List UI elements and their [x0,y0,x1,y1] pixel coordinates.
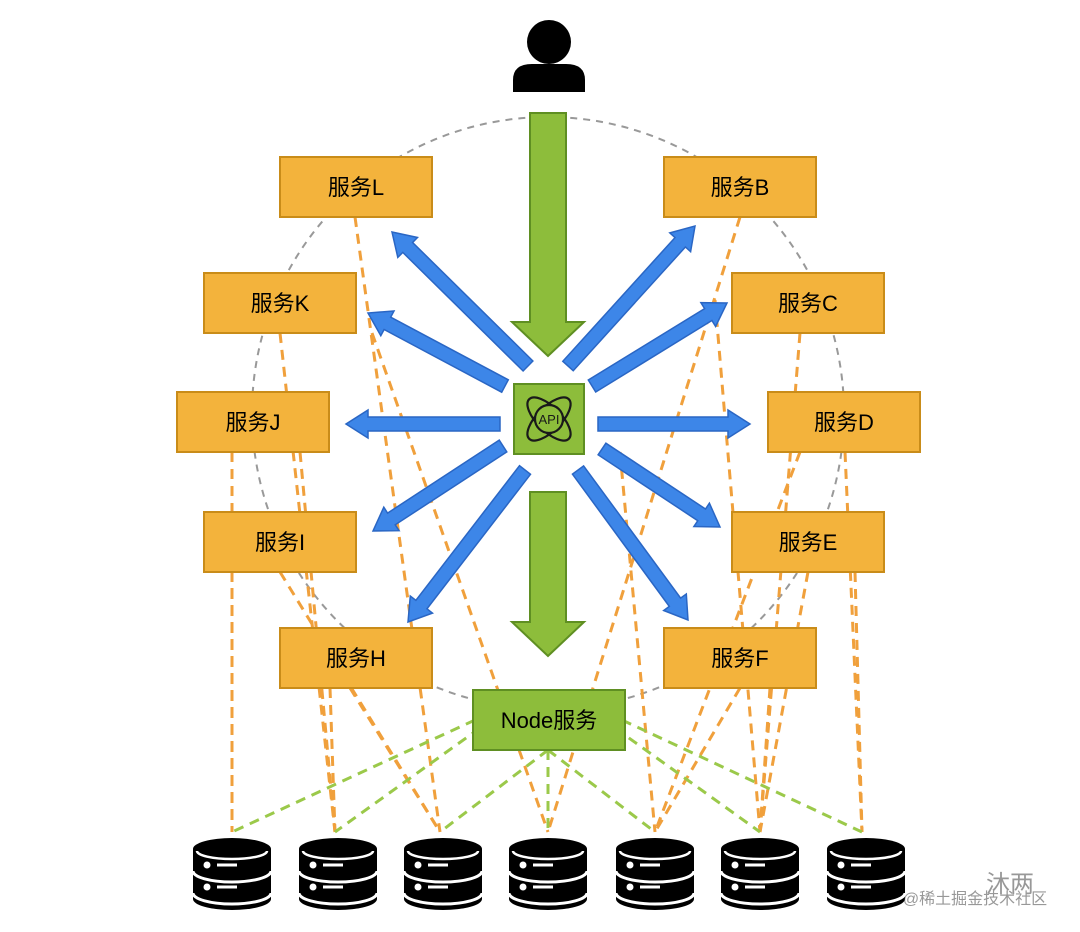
arrow-to-k [366,310,510,394]
service-box-k[interactable]: 服务K [203,272,357,334]
service-box-d[interactable]: 服务D [767,391,921,453]
service-box-i[interactable]: 服务I [203,511,357,573]
link-l-db3 [353,216,442,833]
arrow-to-j [344,408,501,440]
service-label: 服务B [711,175,770,200]
service-label: 服务E [779,530,838,555]
node-service-box[interactable]: Node服务 [472,689,626,751]
service-box-l[interactable]: 服务L [279,156,433,218]
service-label: 服务C [778,291,838,316]
service-label: 服务K [251,291,310,316]
service-label: 服务F [711,646,768,671]
arrow-to-h [407,464,532,624]
user-icon [513,20,585,92]
database-icon [402,838,484,910]
service-label: 服务I [255,530,305,555]
link-e-db7 [853,571,864,833]
service-box-c[interactable]: 服务C [731,272,885,334]
arrow-to-l [391,231,534,373]
arrow-to-d [597,408,752,440]
arrow-to-c [587,301,729,394]
request-arrow [509,112,587,358]
watermark: 沐两 @稀土掘金技术社区 [903,871,1047,908]
arrow-to-f [571,464,689,622]
database-icon [614,838,696,910]
watermark-site: @稀土掘金技术社区 [903,890,1047,908]
link-k-db4 [370,332,550,833]
arrow-to-e [597,442,722,528]
service-label: 服务J [225,410,280,435]
link-h-db3 [348,687,442,833]
database-icon [507,838,589,910]
node-service-label: Node服务 [501,708,598,733]
api-gateway[interactable]: API [513,383,585,455]
link-api-db5 [618,451,657,833]
arrow-to-i [371,439,508,532]
link-h-db2 [328,687,337,833]
forward-arrow [509,491,587,658]
database-icon [297,838,379,910]
database-icon [191,838,273,910]
watermark-author: 沐两 [986,871,1034,898]
service-box-j[interactable]: 服务J [176,391,330,453]
service-label: 服务L [328,175,384,200]
arrow-to-b [561,224,696,372]
api-icon [526,396,572,442]
database-row [191,838,907,910]
link-d-db7 [843,451,864,833]
link-e-db6 [758,571,810,833]
service-box-b[interactable]: 服务B [663,156,817,218]
database-icon [825,838,907,910]
service-label: 服务D [814,410,874,435]
api-service-arrows [344,224,752,624]
api-label: API [539,412,560,427]
link-c-db6 [713,299,762,833]
service-box-e[interactable]: 服务E [731,511,885,573]
service-box-h[interactable]: 服务H [279,627,433,689]
service-box-f[interactable]: 服务F [663,627,817,689]
link-f-db6 [758,687,772,833]
database-icon [719,838,801,910]
link-f-db5 [653,687,742,833]
service-label: 服务H [326,646,386,671]
node-db-links [231,718,863,834]
